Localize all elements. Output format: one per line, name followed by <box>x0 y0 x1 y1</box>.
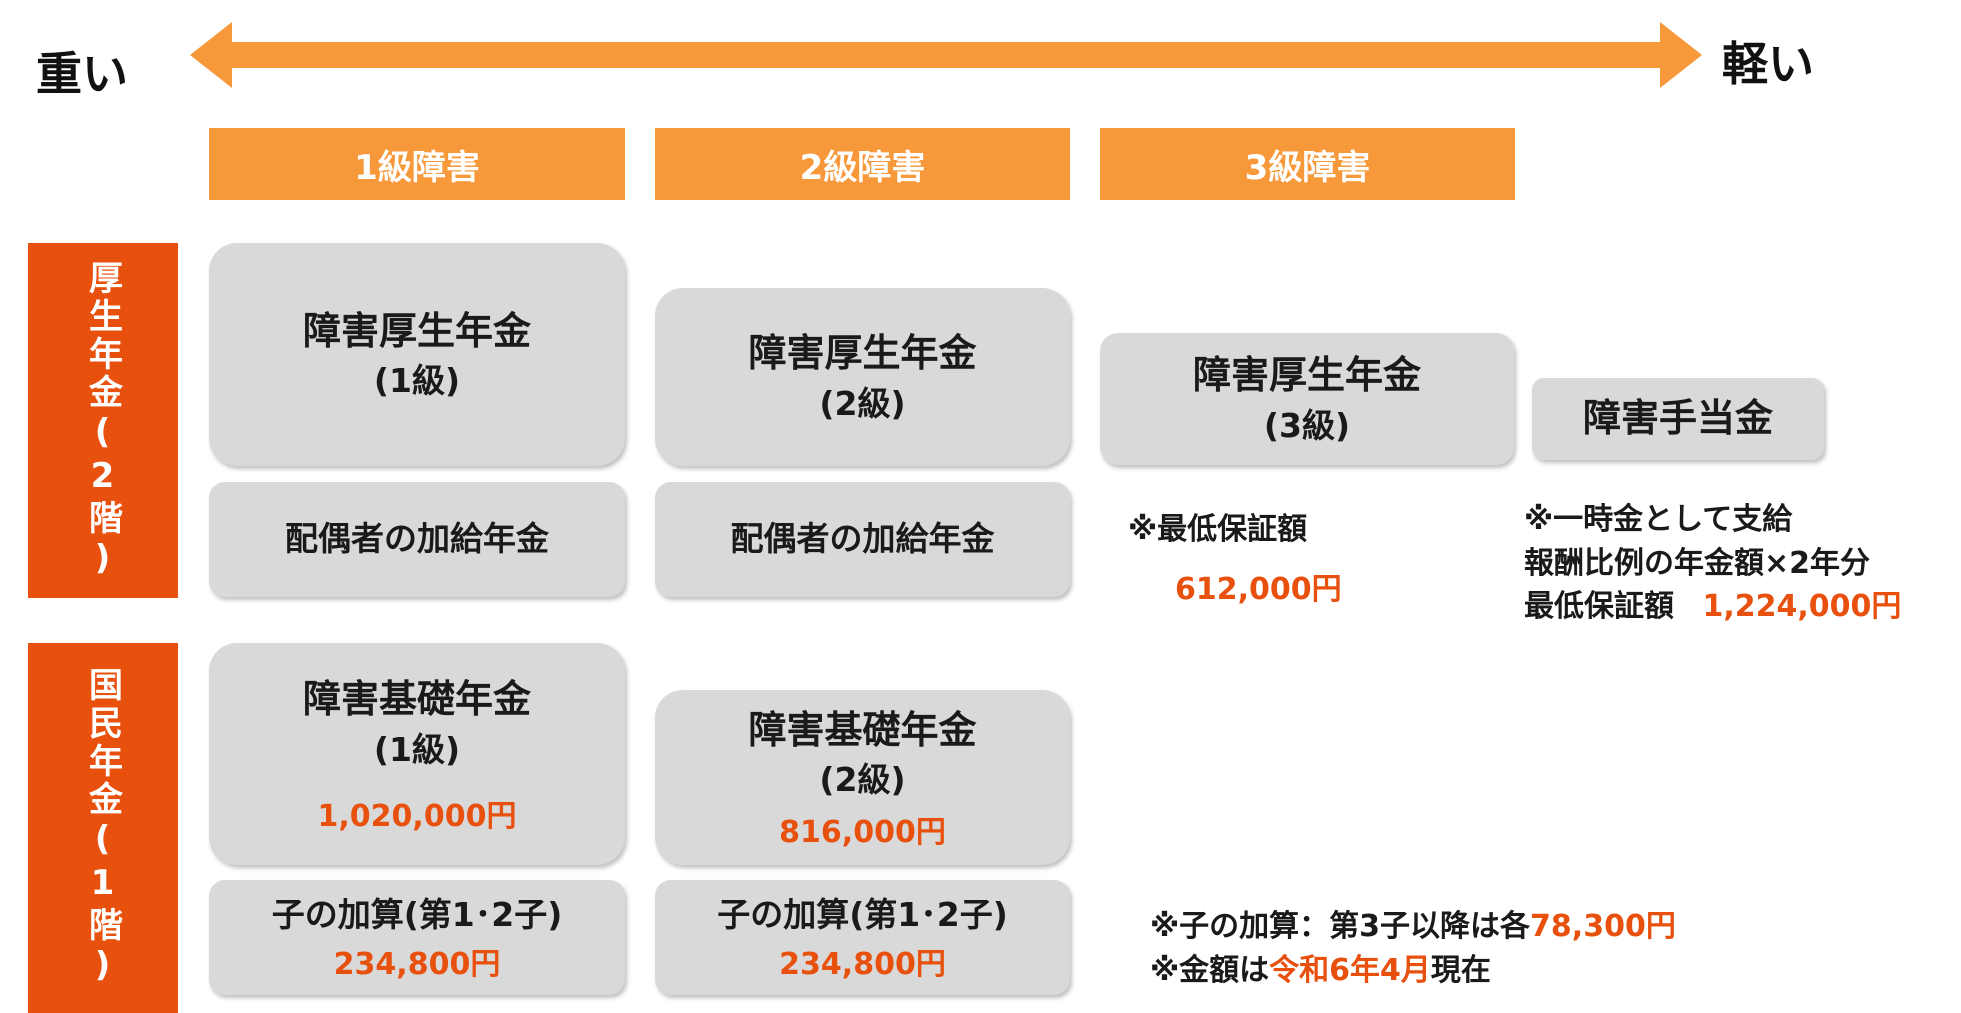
category-kosei-label: 厚生年金(2階) <box>82 259 123 582</box>
kokumin-grade1-child-label: 子の加算(第1･2子) <box>271 895 563 935</box>
allowance-name: 障害手当金 <box>1582 396 1773 441</box>
category-kosei-nenkin: 厚生年金(2階) <box>28 243 178 598</box>
kokumin-grade2-child-label: 子の加算(第1･2子) <box>717 895 1008 935</box>
allowance-box: 障害手当金 <box>1532 378 1824 460</box>
kosei-grade3-name: 障害厚生年金 <box>1192 353 1421 398</box>
footnote-date-value: 令和6年4月 <box>1269 952 1431 988</box>
kosei-grade3-min-label: ※最低保証額 <box>1128 512 1308 547</box>
kosei-grade2-name: 障害厚生年金 <box>748 331 977 376</box>
kosei-grade1-spouse-box: 配偶者の加給年金 <box>209 482 625 597</box>
kosei-grade3-min-amount: 612,000円 <box>1175 572 1342 607</box>
footnote-child-prefix: ※子の加算：第3子以降は各 <box>1150 909 1531 944</box>
light-label: 軽い <box>1722 37 1814 91</box>
kokumin-grade2-child-box: 子の加算(第1･2子) 234,800円 <box>655 880 1070 995</box>
allowance-note-1: ※一時金として支給 <box>1524 502 1793 537</box>
kosei-grade1-box: 障害厚生年金 (1級) <box>209 243 625 466</box>
kosei-grade3-sub: (3級) <box>1263 405 1351 445</box>
footnote-child: ※子の加算：第3子以降は各78,300円 <box>1150 905 1676 949</box>
footnote-date-suffix: 現在 <box>1430 952 1491 988</box>
allowance-note-3: 最低保証額 1,224,000円 <box>1524 585 1901 629</box>
grade-header-2: 2級障害 <box>655 128 1070 200</box>
grade-header-1: 1級障害 <box>209 128 625 200</box>
footnote-child-amount: 78,300円 <box>1530 909 1676 944</box>
grade-header-3: 3級障害 <box>1100 128 1515 200</box>
allowance-notes: ※一時金として支給 報酬比例の年金額×2年分 最低保証額 1,224,000円 <box>1524 498 1901 629</box>
kokumin-grade1-amount: 1,020,000円 <box>317 798 517 834</box>
kokumin-grade1-name: 障害基礎年金 <box>302 677 531 722</box>
kosei-grade1-spouse: 配偶者の加給年金 <box>285 519 549 559</box>
kokumin-grade1-child-box: 子の加算(第1･2子) 234,800円 <box>209 880 625 995</box>
heavy-label: 重い <box>36 47 128 101</box>
severity-arrow <box>190 22 1702 88</box>
kokumin-grade2-child-amount: 234,800円 <box>779 946 946 982</box>
kosei-grade2-sub: (2級) <box>819 383 906 423</box>
footnotes: ※子の加算：第3子以降は各78,300円 ※金額は令和6年4月現在 <box>1150 905 1676 992</box>
allowance-note-2: 報酬比例の年金額×2年分 <box>1524 545 1871 581</box>
allowance-min-label: 最低保証額 <box>1524 589 1674 624</box>
kosei-grade2-spouse-box: 配偶者の加給年金 <box>655 482 1070 597</box>
kokumin-grade2-amount: 816,000円 <box>779 815 946 851</box>
kosei-grade2-box: 障害厚生年金 (2級) <box>655 288 1070 466</box>
footnote-date: ※金額は令和6年4月現在 <box>1150 949 1676 993</box>
kosei-grade3-box: 障害厚生年金 (3級) <box>1100 333 1514 465</box>
kokumin-grade1-sub: (1級) <box>373 729 461 769</box>
kokumin-grade2-name: 障害基礎年金 <box>748 707 977 752</box>
category-kokumin-label: 国民年金(1階) <box>82 667 123 989</box>
kosei-grade2-spouse: 配偶者の加給年金 <box>730 519 995 559</box>
kokumin-grade1-child-amount: 234,800円 <box>333 946 501 982</box>
category-kokumin-nenkin: 国民年金(1階) <box>28 643 178 1013</box>
kokumin-grade2-sub: (2級) <box>819 760 906 799</box>
kokumin-grade1-box: 障害基礎年金 (1級) 1,020,000円 <box>209 643 625 865</box>
allowance-min-amount: 1,224,000円 <box>1702 589 1902 624</box>
kosei-grade1-name: 障害厚生年金 <box>302 308 531 353</box>
footnote-date-prefix: ※金額は <box>1150 952 1270 988</box>
kosei-grade1-sub: (1級) <box>373 361 461 400</box>
kokumin-grade2-box: 障害基礎年金 (2級) 816,000円 <box>655 690 1070 865</box>
